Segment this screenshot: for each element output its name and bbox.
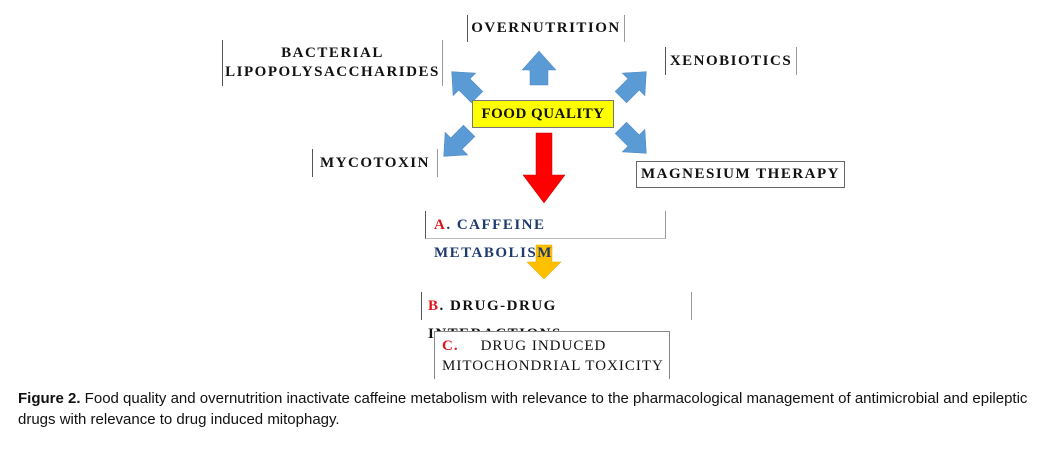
factor-bacterial-line1: BACTERIAL [281, 45, 384, 61]
factor-overnutrition: OVERNUTRITION [467, 15, 625, 42]
step-c-mitochondrial-toxicity: C. DRUG INDUCED MITOCHONDRIAL TOXICITY [434, 331, 670, 379]
factor-magnesium-therapy: MAGNESIUM THERAPY [636, 161, 845, 188]
factor-xenobiotics: XENOBIOTICS [665, 47, 797, 75]
arrow-downleft-mycotoxin [443, 124, 476, 157]
step-c-letter: C. [442, 338, 459, 354]
food-quality-box: FOOD QUALITY [472, 100, 614, 128]
factor-bacterial-line2: LIPOPOLYSACCHARIDES [225, 64, 440, 80]
step-c-line2: MITOCHONDRIAL TOXICITY [442, 358, 664, 374]
factor-overnutrition-label: OVERNUTRITION [471, 20, 621, 36]
factor-magnesium-label: MAGNESIUM THERAPY [641, 166, 840, 182]
food-quality-label: FOOD QUALITY [481, 106, 605, 122]
factor-mycotoxin-label: MYCOTOXIN [320, 155, 430, 171]
factor-bacterial-lipopolysaccharides: BACTERIAL LIPOPOLYSACCHARIDES [222, 40, 443, 86]
step-b-drug-drug-interactions: B. DRUG-DRUG INTERACTIONS [421, 292, 692, 342]
step-a-caffeine-metabolism: A. CAFFEINE METABOLISM [425, 211, 666, 261]
step-c-line1: DRUG INDUCED [480, 338, 607, 354]
factor-mycotoxin: MYCOTOXIN [312, 149, 438, 177]
arrow-upleft-bacterial [451, 71, 484, 104]
arrow-up-overnutrition [521, 50, 557, 86]
arrow-upright-xenobiotics [614, 71, 647, 104]
step-a-text: . CAFFEINE METABOLISM [434, 217, 553, 261]
caption-text: Food quality and overnutrition inactivat… [18, 390, 1028, 428]
step-a-letter: A [434, 217, 447, 233]
caption-label: Figure 2. [18, 390, 81, 407]
figure-caption: Figure 2. Food quality and overnutrition… [18, 388, 1058, 430]
arrow-down-red [522, 132, 566, 204]
factor-xenobiotics-label: XENOBIOTICS [669, 53, 793, 69]
arrow-downright-magnesium [614, 121, 647, 154]
arrow-down-orange [526, 244, 562, 280]
step-b-letter: B [428, 298, 440, 314]
